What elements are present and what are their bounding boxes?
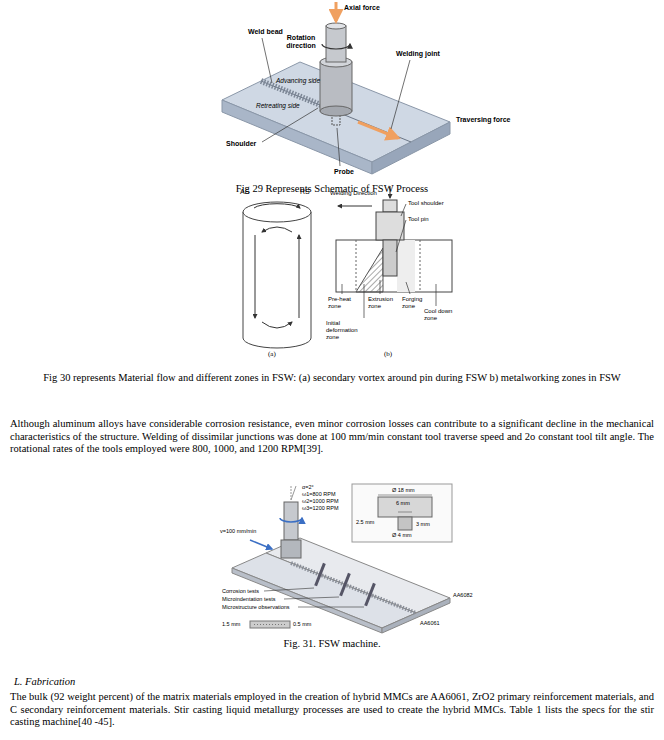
part-label: AS	[240, 188, 260, 196]
dimension-label: 6 mm	[396, 500, 418, 506]
dimension-label: 1.5 mm	[222, 621, 248, 627]
fsw-machine	[232, 484, 452, 633]
part-label: Traversing force	[456, 116, 526, 124]
figure-caption: Fig. 31. FSW machine.	[10, 638, 654, 650]
dimension-label: 2.5 mm	[356, 519, 380, 525]
part-label: Tool pin	[408, 216, 448, 223]
part-label: Advancing side	[276, 77, 324, 84]
part-label: Pre-heat zone	[328, 296, 358, 310]
part-label: Microindentation tests	[222, 596, 284, 602]
panel-label: (a)	[268, 350, 292, 358]
part-label: Cool down zone	[424, 308, 456, 322]
section-heading: L. Fabrication	[14, 676, 314, 688]
part-label: Welding Direction	[330, 190, 388, 197]
body-text: Although aluminum alloys have considerab…	[10, 418, 654, 456]
part-label: Rotation direction	[282, 34, 320, 50]
parameter-label: v=100 mm/min	[220, 528, 268, 534]
part-label: Shoulder	[226, 140, 266, 148]
part-label: Tool shoulder	[408, 200, 454, 207]
part-label: Forging zone	[402, 296, 428, 310]
parameter-label: ω2=1000 RPM	[302, 498, 350, 504]
part-label: Initial deformation zone	[326, 320, 364, 341]
parameter-label: α=2°	[302, 484, 342, 490]
figure-caption: Fig 30 represents Material flow and diff…	[10, 372, 654, 384]
part-label: RS	[300, 188, 320, 196]
vortex-cylinder	[243, 202, 311, 348]
parameter-label: ω1=800 RPM	[302, 491, 350, 497]
part-label: Axial force	[344, 4, 406, 12]
material-label: AA6061	[420, 620, 450, 626]
part-label: Corrosion tests	[222, 588, 266, 594]
fsw-schematic	[222, 2, 450, 174]
part-label: Extrusion zone	[368, 296, 400, 310]
dimension-label: 0.5 mm	[293, 621, 319, 627]
part-label: Retreating side	[256, 102, 306, 109]
part-label: Microstructure observations	[222, 604, 300, 610]
material-label: AA6082	[453, 592, 483, 598]
part-label: Probe	[334, 168, 364, 176]
dimension-label: Ø 18 mm	[392, 487, 428, 493]
body-text: The bulk (92 weight percent) of the matr…	[10, 691, 654, 729]
dimension-label: 3 mm	[416, 521, 436, 527]
dimension-label: Ø 4 mm	[392, 532, 422, 538]
panel-label: (b)	[384, 350, 408, 358]
part-label: Welding joint	[396, 50, 456, 58]
parameter-label: ω3=1200 RPM	[302, 505, 350, 511]
